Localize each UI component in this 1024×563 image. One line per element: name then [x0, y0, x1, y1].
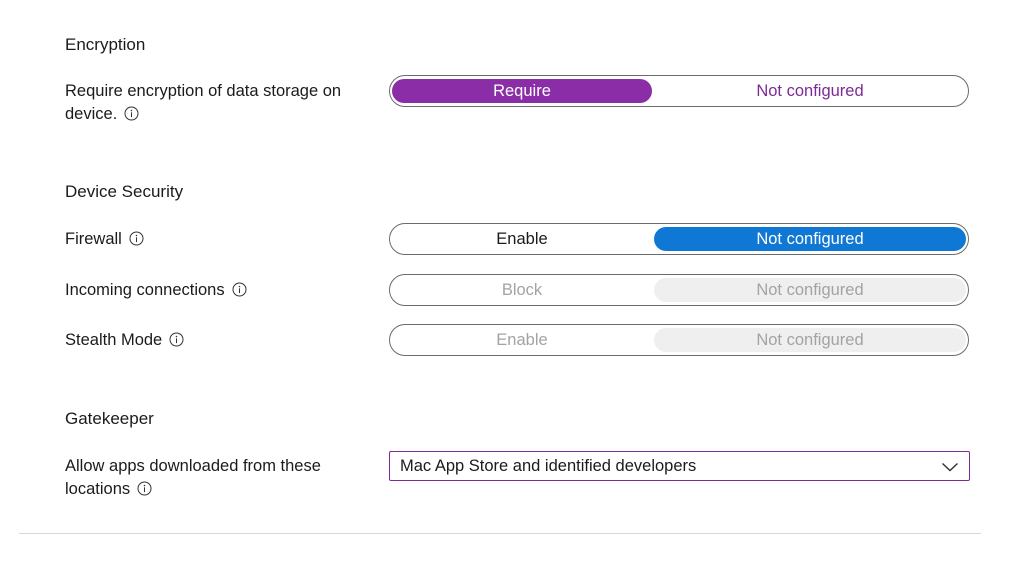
- enable-option[interactable]: Enable: [496, 230, 548, 248]
- require-encryption-toggle[interactable]: Require Not configured: [389, 75, 969, 107]
- firewall-toggle[interactable]: Enable Not configured: [389, 223, 969, 255]
- incoming-connections-toggle: Block Not configured: [389, 274, 969, 306]
- info-icon[interactable]: [124, 106, 139, 121]
- dropdown-selected-value: Mac App Store and identified developers: [400, 456, 697, 475]
- info-icon[interactable]: [169, 332, 184, 347]
- not-configured-option[interactable]: Not configured: [756, 82, 864, 100]
- allow-apps-dropdown[interactable]: Mac App Store and identified developers: [389, 451, 970, 481]
- info-icon[interactable]: [232, 282, 247, 297]
- setting-label-require-encryption: Require encryption of data storage on de…: [65, 80, 365, 126]
- setting-label-allow-apps: Allow apps downloaded from these locatio…: [65, 455, 355, 501]
- section-title-gatekeeper: Gatekeeper: [65, 409, 154, 428]
- section-title-device-security: Device Security: [65, 182, 184, 201]
- block-option: Block: [501, 281, 543, 299]
- stealth-mode-toggle: Enable Not configured: [389, 324, 969, 356]
- section-title-encryption: Encryption: [65, 35, 146, 54]
- section-divider: [19, 533, 981, 534]
- setting-label-firewall: Firewall: [65, 228, 365, 251]
- chevron-down-icon[interactable]: [941, 460, 959, 472]
- firewall-label-text: Firewall: [65, 230, 122, 248]
- require-option[interactable]: Require: [392, 79, 652, 103]
- not-configured-option[interactable]: Not configured: [654, 227, 966, 251]
- allow-apps-label-text: Allow apps downloaded from these locatio…: [65, 457, 321, 498]
- require-encryption-label-text: Require encryption of data storage on de…: [65, 82, 342, 123]
- setting-label-incoming-connections: Incoming connections: [65, 279, 365, 302]
- info-icon[interactable]: [129, 231, 144, 246]
- not-configured-option: Not configured: [654, 278, 966, 302]
- info-icon[interactable]: [137, 481, 152, 496]
- not-configured-option: Not configured: [654, 328, 966, 352]
- enable-option: Enable: [496, 331, 548, 349]
- stealth-mode-label-text: Stealth Mode: [65, 331, 163, 349]
- incoming-connections-label-text: Incoming connections: [65, 281, 225, 299]
- setting-label-stealth-mode: Stealth Mode: [65, 329, 365, 352]
